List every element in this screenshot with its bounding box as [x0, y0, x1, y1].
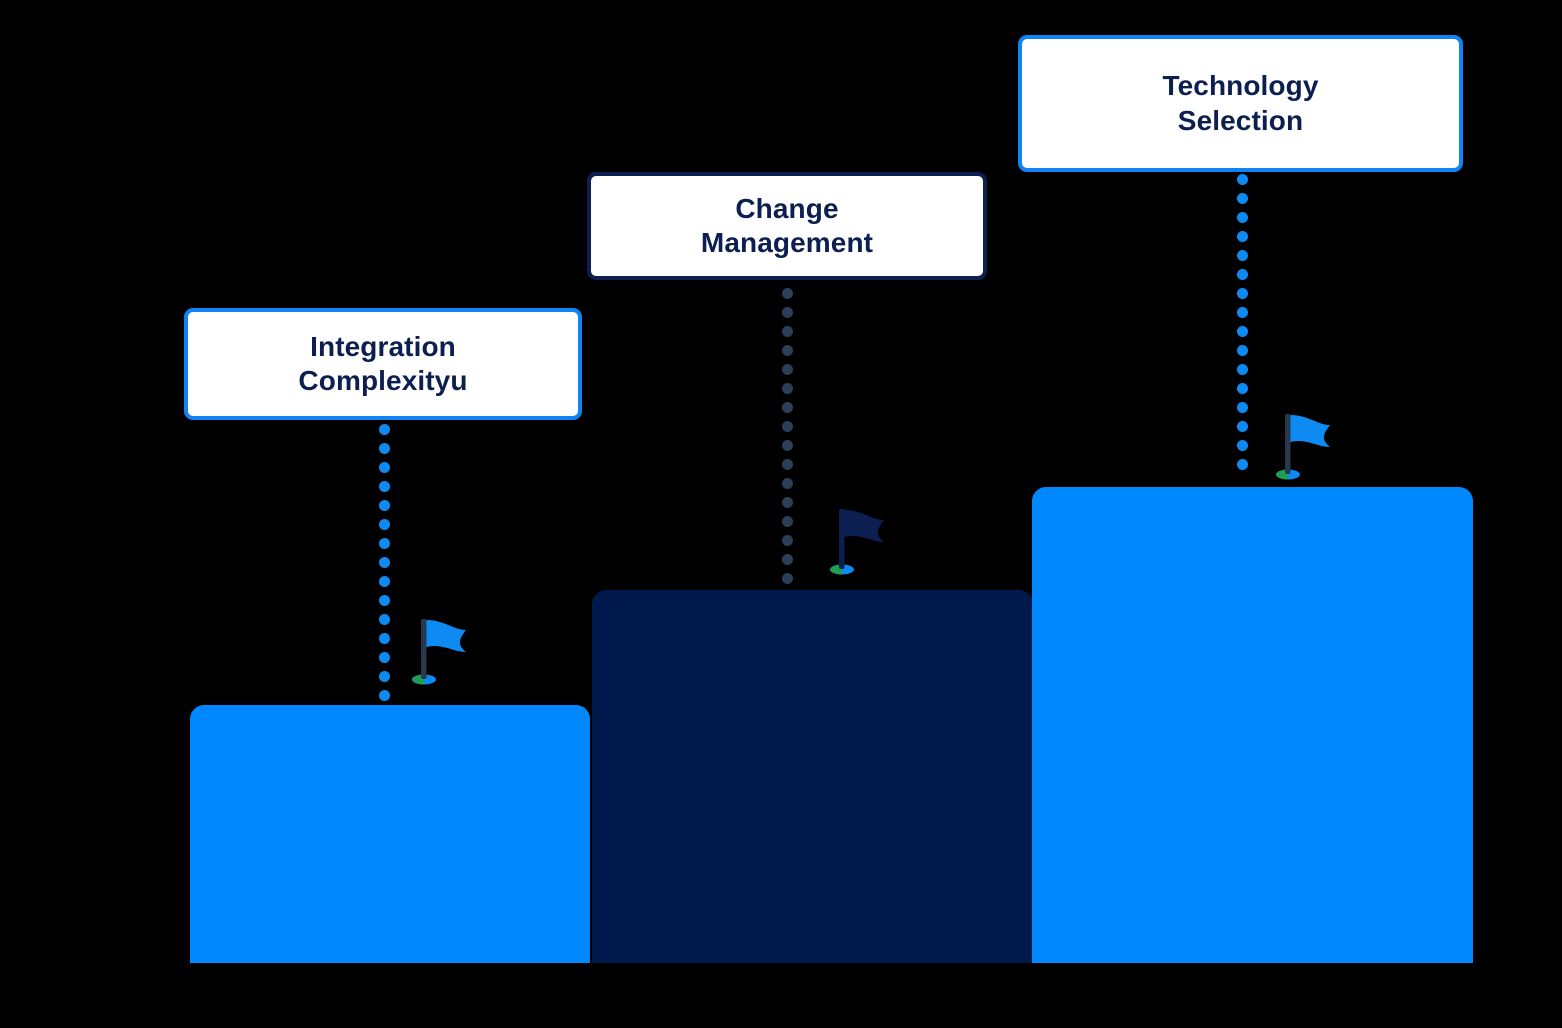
label-box-technology-selection[interactable]: Technology Selection [1018, 35, 1463, 172]
connector-dots-technology-selection [1237, 174, 1248, 478]
label-box-integration-complexity[interactable]: Integration Complexityu [184, 308, 582, 420]
flag-icon-change-management [828, 506, 900, 581]
label-text-technology-selection: Technology Selection [1162, 70, 1319, 136]
connector-dots-integration-complexity [379, 424, 390, 709]
label-text-change-management: Change Management [700, 192, 874, 258]
bar-change-management[interactable] [592, 590, 1033, 963]
flag-icon-technology-selection [1274, 411, 1346, 486]
label-box-change-management[interactable]: Change Management [587, 172, 987, 280]
label-text-integration-complexity: Integration Complexityu [298, 330, 468, 396]
bar-technology-selection[interactable] [1032, 487, 1473, 963]
bar-integration-complexity[interactable] [190, 705, 590, 963]
connector-dots-change-management [782, 288, 793, 592]
flag-icon-integration-complexity [410, 616, 482, 691]
